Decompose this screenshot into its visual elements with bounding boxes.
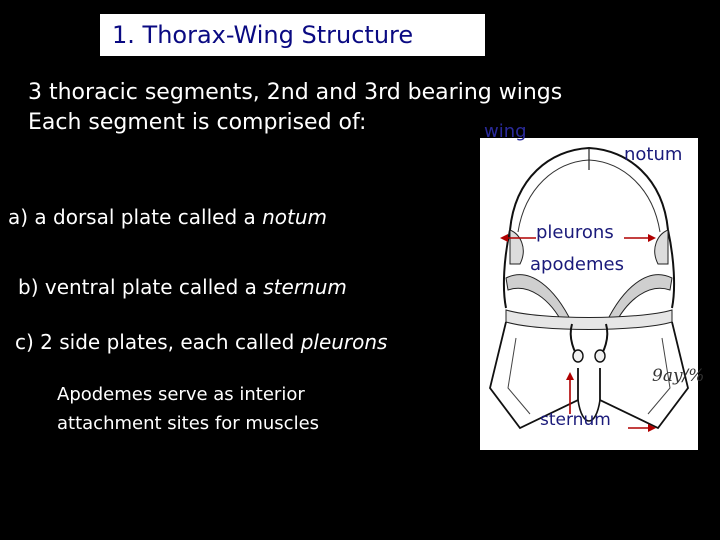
intro-line-1: 3 thoracic segments, 2nd and 3rd bearing… <box>28 80 563 105</box>
pleurons-arrowhead-right <box>648 234 656 242</box>
sternum-plate <box>577 399 601 422</box>
sternum-arrowhead <box>566 372 574 380</box>
sternal-apodeme-left-tip <box>572 349 584 363</box>
wing-label: wing <box>484 121 527 142</box>
item-notum: a) a dorsal plate called a notum <box>8 205 327 229</box>
sternum-label: sternum <box>540 410 611 430</box>
apodemes-label: apodemes <box>530 254 624 275</box>
left-coxa-inner <box>507 337 531 415</box>
item-pleurons: c) 2 side plates, each called pleurons <box>15 330 387 354</box>
title-box: 1. Thorax-Wing Structure <box>100 14 485 56</box>
item-sternum-term: sternum <box>263 275 347 299</box>
item-sternum: b) ventral plate called a sternum <box>18 275 347 299</box>
right-wing-base <box>654 229 669 265</box>
artist-signature: 9ay/% <box>652 366 705 386</box>
right-coxa <box>599 321 689 430</box>
notum-label: notum <box>624 144 683 165</box>
sternal-apodeme-right-tip <box>594 349 606 363</box>
item-pleurons-term: pleurons <box>300 330 388 354</box>
item-sternum-text: b) ventral plate called a <box>18 275 264 299</box>
sternum-arrowhead-side <box>648 424 656 432</box>
pleurons-arrowhead-left <box>500 234 508 242</box>
item-notum-term: notum <box>262 205 328 229</box>
apodemes-note-line-1: Apodemes serve as interior <box>57 384 305 405</box>
item-pleurons-text: c) 2 side plates, each called <box>15 330 301 354</box>
left-coxa <box>489 321 579 430</box>
slide-title: 1. Thorax-Wing Structure <box>112 21 414 49</box>
apodemes-note-line-2: attachment sites for muscles <box>57 413 320 434</box>
right-coxa-inner <box>647 337 671 415</box>
right-pleuron-wall <box>667 229 676 309</box>
item-notum-text: a) a dorsal plate called a <box>8 205 263 229</box>
thorax-diagram <box>489 146 689 432</box>
left-pleuron-wall <box>502 229 511 309</box>
left-wing-base <box>509 229 524 265</box>
pleurons-label: pleurons <box>536 222 614 243</box>
thorax-cross-section-figure <box>480 138 698 450</box>
intro-line-2: Each segment is comprised of: <box>28 110 367 135</box>
membrane-band <box>505 309 673 330</box>
